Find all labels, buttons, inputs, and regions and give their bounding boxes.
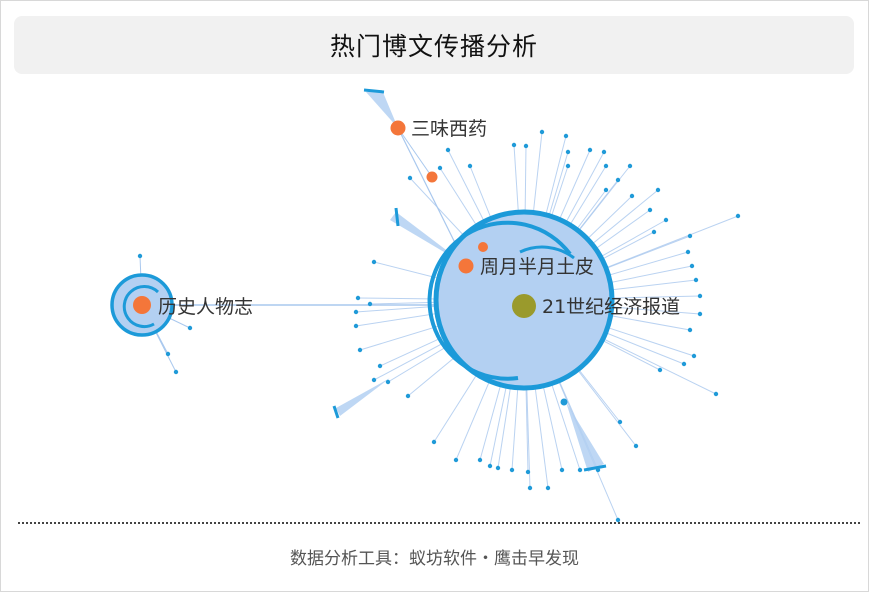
leaf-node — [663, 217, 669, 223]
leaf-node — [355, 295, 361, 301]
leaf-node — [173, 369, 179, 375]
key-node-minor — [478, 242, 488, 252]
leaf-node — [697, 293, 703, 299]
leaf-node — [615, 517, 621, 523]
leaf-node — [437, 165, 443, 171]
leaf-node — [495, 465, 501, 471]
leaf-node — [357, 347, 363, 353]
leaf-node — [687, 327, 693, 333]
leaf-node — [647, 207, 653, 213]
leaf-node — [657, 367, 663, 373]
leaf-node — [565, 149, 571, 155]
leaf-node — [615, 177, 621, 183]
leaf-node — [527, 485, 533, 491]
key-node-minor — [426, 171, 438, 183]
leaf-node — [629, 193, 635, 199]
leaf-node — [165, 351, 171, 357]
leaf-node — [563, 133, 569, 139]
cascade-fan-edge — [583, 464, 607, 472]
leaf-node — [681, 361, 687, 367]
node-label-sanwei: 三味西药 — [411, 118, 487, 140]
lishi-outer-ring — [110, 273, 174, 337]
leaf-node — [601, 149, 607, 155]
cascade-fan-edge — [363, 88, 385, 94]
leaf-node — [559, 467, 565, 473]
leaf-node — [525, 469, 531, 475]
leaf-node — [577, 467, 583, 473]
leaf-node — [697, 311, 703, 317]
shape-layer — [110, 88, 615, 472]
leaf-node — [595, 467, 601, 473]
leaf-node — [565, 163, 571, 169]
edge-line — [397, 127, 433, 178]
leaf-node — [603, 187, 609, 193]
leaf-node — [687, 233, 693, 239]
hub-outer-ring — [433, 209, 615, 391]
leaf-node — [371, 259, 377, 265]
leaf-node — [511, 142, 517, 148]
leaf-node — [539, 129, 545, 135]
leaf-node — [377, 363, 383, 369]
leaf-node — [353, 323, 359, 329]
node-label-zhouyue: 周月半月土皮 — [480, 256, 594, 278]
root-node-21shiji — [512, 294, 536, 318]
label-layer: 21世纪经济报道 周月半月土皮 三味西药 历史人物志 — [158, 118, 680, 318]
leaf-node — [385, 379, 391, 385]
key-node-zhouyue — [458, 258, 474, 274]
leaf-node — [587, 147, 593, 153]
leaf-node — [713, 391, 719, 397]
leaf-layer — [137, 129, 741, 523]
leaf-node — [353, 309, 359, 315]
leaf-node — [693, 277, 699, 283]
hub-inner-arc — [427, 220, 572, 381]
key-node-layer — [133, 120, 536, 318]
lishi-inner-arc — [122, 285, 160, 329]
leaf-node — [655, 187, 661, 193]
leaf-node — [651, 229, 657, 235]
leaf-node — [431, 439, 437, 445]
leaf-node — [453, 457, 459, 463]
node-label-lishi: 历史人物志 — [158, 296, 253, 318]
cascade-fan-edge — [394, 207, 400, 227]
leaf-node — [371, 377, 377, 383]
cascade-fan-edge — [332, 405, 340, 419]
leaf-node — [407, 175, 413, 181]
hub-ring-node — [560, 398, 568, 406]
divider — [18, 522, 860, 524]
leaf-node — [633, 443, 639, 449]
page-title: 热门博文传播分析 — [329, 32, 538, 61]
cascade-fan — [366, 90, 398, 128]
leaf-node — [477, 457, 483, 463]
leaf-node — [685, 249, 691, 255]
cascade-fan — [566, 402, 604, 472]
leaf-node — [545, 485, 551, 491]
leaf-node — [187, 325, 193, 331]
leaf-node — [509, 467, 515, 473]
title-bar: 热门博文传播分析 — [14, 16, 854, 74]
key-node-sanwei — [390, 120, 406, 136]
leaf-node — [523, 143, 529, 149]
leaf-node — [603, 163, 609, 169]
hub-inner-arc-small — [519, 245, 575, 260]
footer-credit: 数据分析工具：蚁坊软件・鹰击早发现 — [290, 549, 579, 569]
node-label-21shiji: 21世纪经济报道 — [542, 296, 680, 318]
leaf-node — [467, 163, 473, 169]
leaf-node — [689, 263, 695, 269]
leaf-node — [137, 253, 143, 259]
leaf-node — [487, 463, 493, 469]
cascade-fan — [336, 378, 390, 416]
leaf-node — [691, 353, 697, 359]
leaf-node — [405, 393, 411, 399]
leaf-node — [617, 419, 623, 425]
leaf-node — [445, 147, 451, 153]
leaf-node — [367, 301, 373, 307]
leaf-node — [627, 163, 633, 169]
key-node-lishi — [133, 296, 151, 314]
leaf-node — [735, 213, 741, 219]
